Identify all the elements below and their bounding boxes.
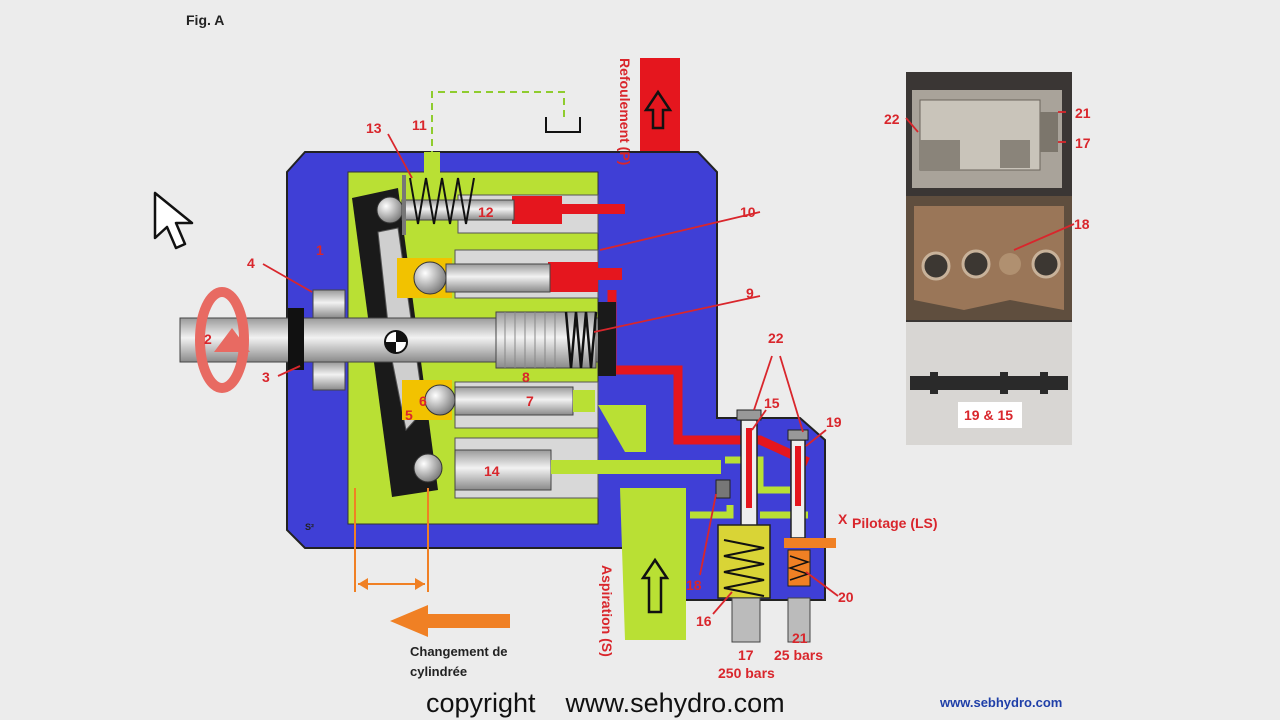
piston-6-7 [402,380,595,420]
rotation-arrow-icon [195,287,250,393]
displacement-indicator [354,488,510,637]
bearing-top [312,289,346,319]
label-pilotage: Pilotage (LS) [852,515,938,531]
label-17: 17 [738,647,754,663]
label-11: 11 [412,117,427,133]
photo-label-21: 21 [1075,105,1091,121]
leader-lines [262,133,839,615]
shaft-seal [288,308,304,370]
piston-12 [376,175,515,235]
label-7: 7 [526,393,534,409]
label-21: 21 [792,630,808,646]
upper-piston-chamber [548,262,598,292]
pressure-250: 250 bars [718,665,775,681]
copyright-text: copyright www.sehydro.com [426,688,785,718]
label-5: 5 [405,407,413,423]
drain-port [424,152,440,174]
pressure-25: 25 bars [774,647,823,663]
label-15: 15 [764,395,780,411]
label-aspiration: Aspiration (S) [599,565,615,657]
label-18: 18 [686,577,702,593]
photo-label-19-15: 19 & 15 [964,407,1013,423]
label-14: 14 [484,463,500,479]
displacement-arrow-icon [390,605,510,637]
tank-symbol [545,117,581,133]
bearing-bottom [312,361,346,391]
piston-12-chamber [512,196,562,224]
photo-label-18: 18 [1074,216,1090,232]
piston-14 [413,449,721,491]
site-url[interactable]: www.sebhydro.com [939,695,1062,710]
label-1: 1 [316,242,324,258]
drain-line [431,91,565,158]
spring-9 [564,311,598,369]
photo-label-17: 17 [1075,135,1091,151]
label-22: 22 [768,330,784,346]
label-3: 3 [262,369,270,385]
photo-panel [906,72,1072,445]
body-label: S² [305,522,314,532]
label-20: 20 [838,589,854,605]
control-valves [690,409,836,643]
label-9: 9 [746,285,754,301]
piston-upper [397,258,551,298]
caption-line2: cylindrée [410,664,467,679]
label-refoulement: Refoulement (P) [617,58,633,165]
label-12: 12 [478,204,494,220]
label-10: 10 [740,204,756,220]
label-4: 4 [247,255,255,271]
label-16: 16 [696,613,712,629]
label-19: 19 [826,414,842,430]
mouse-cursor-icon [153,191,194,250]
suction-channel [598,405,686,640]
photo-label-22: 22 [884,111,900,127]
label-x: X [838,511,848,527]
label-13: 13 [366,120,382,136]
label-6: 6 [419,393,427,409]
label-8: 8 [522,369,530,385]
label-2: 2 [204,331,212,347]
figure-title: Fig. A [186,12,224,28]
caption-line1: Changement de [410,644,508,659]
